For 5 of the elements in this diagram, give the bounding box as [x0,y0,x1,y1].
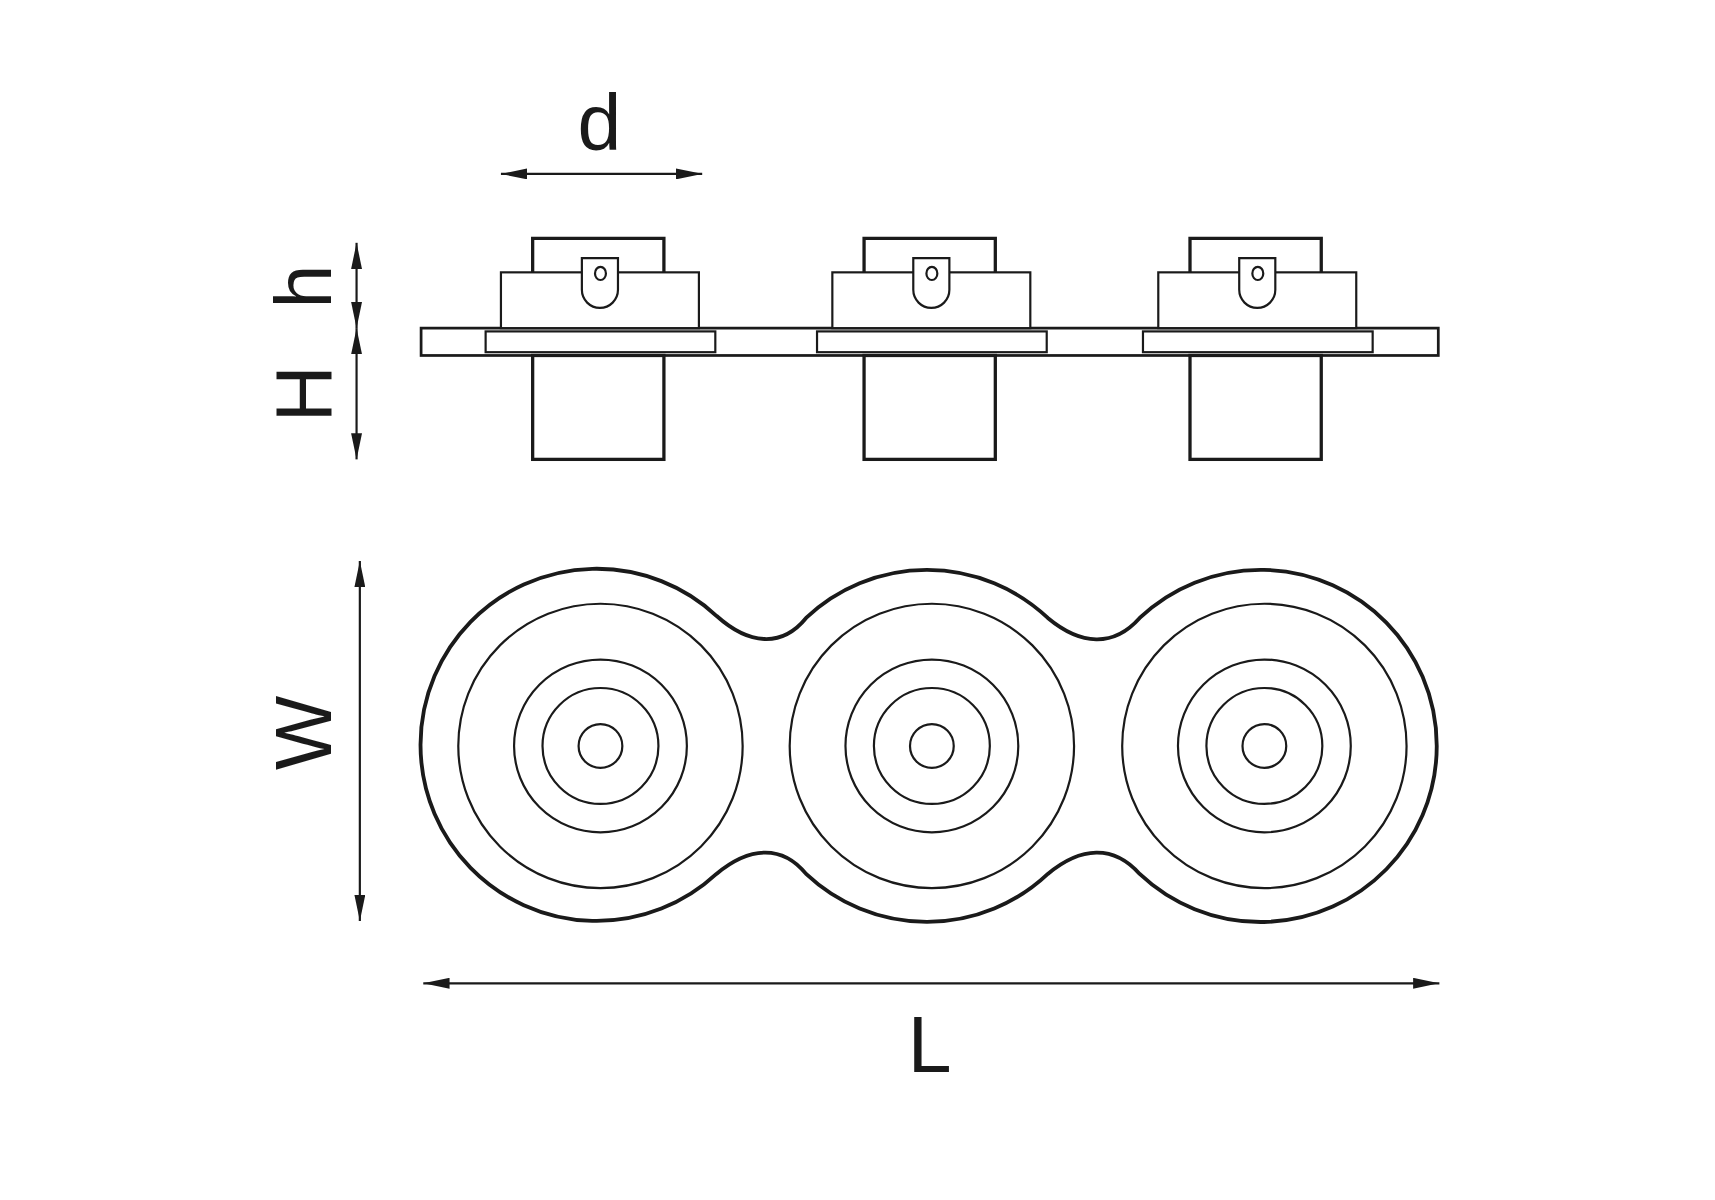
dimension-label: H [264,365,344,423]
dimension-label: h [264,264,344,309]
dimension-label: W [264,695,344,770]
dimension-label: d [577,83,622,162]
dimension-label: L [907,1005,952,1084]
